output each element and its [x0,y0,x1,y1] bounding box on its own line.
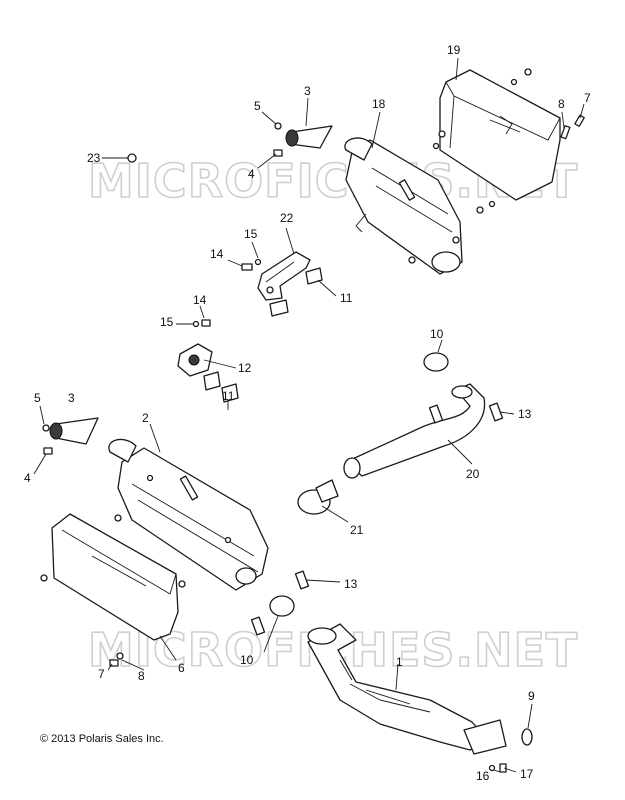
grommet-11-a[interactable] [269,299,289,317]
callout-11-lower: 11 [222,389,235,403]
callout-14-upper: 14 [210,247,224,261]
nut-15-lower[interactable] [192,320,200,328]
fastener-group-19[interactable] [432,68,585,214]
gasket-10-upper[interactable] [423,352,449,372]
callout-5-upper: 5 [254,99,261,113]
bracket-22[interactable] [257,251,311,301]
callout-3-upper: 3 [304,84,311,98]
callout-9: 9 [528,689,535,703]
callout-10-upper: 10 [430,327,444,341]
callout-21: 21 [350,523,364,537]
spring-13-upper-a[interactable] [428,404,444,424]
callout-2: 2 [142,411,149,425]
grommet-11-d[interactable] [221,383,239,403]
bolt-14-upper[interactable] [241,263,253,271]
callout-3-lower: 3 [68,391,75,405]
head-pipe-lower[interactable] [307,623,507,755]
heat-shield-upper[interactable] [439,69,561,201]
gasket-9[interactable] [521,728,533,746]
callout-15-lower: 15 [160,315,174,329]
head-pipe-upper[interactable] [343,383,486,479]
callout-14-lower: 14 [193,293,207,307]
callout-6: 6 [178,661,185,675]
callout-7-upper: 7 [584,91,591,105]
callout-1: 1 [396,655,403,669]
callout-8-upper: 8 [558,97,565,111]
copyright-text: © 2013 Polaris Sales Inc. [40,733,164,745]
clamp-21[interactable] [297,479,339,515]
callout-13-lower: 13 [344,577,358,591]
exhaust-tip-lower[interactable] [49,417,99,445]
callout-20: 20 [466,467,480,481]
callout-4-upper: 4 [248,167,255,181]
leader-lines [33,57,585,773]
bolt-4-lower[interactable] [43,447,53,455]
nut-5-upper[interactable] [274,122,282,130]
callout-4-lower: 4 [24,471,31,485]
nut-8-lower[interactable] [116,652,124,660]
callout-13-upper: 13 [518,407,532,421]
nut-5-lower[interactable] [42,424,50,432]
nut-16[interactable] [488,764,496,772]
callout-19: 19 [447,43,461,57]
callout-23: 23 [87,151,101,165]
callout-22: 22 [280,211,294,225]
mount-12[interactable] [177,343,213,377]
callout-10-lower: 10 [240,653,254,667]
callout-15-upper: 15 [244,227,258,241]
callout-8-lower: 8 [138,669,145,683]
spring-13-lower-a[interactable] [294,570,310,590]
callout-18: 18 [372,97,386,111]
spring-13-upper-b[interactable] [488,402,504,422]
nut-15-upper[interactable] [254,258,262,266]
stud-17[interactable] [499,763,507,773]
gasket-10-lower[interactable] [269,595,295,617]
callout-5-lower: 5 [34,391,41,405]
muffler-upper[interactable] [344,137,463,275]
muffler-lower[interactable] [108,438,269,591]
callout-labels: 19 18 3 5 4 8 7 23 22 15 14 11 14 15 12 … [24,43,591,783]
bolt-14-lower[interactable] [201,319,211,327]
grommet-11-c[interactable] [203,371,221,391]
callout-17: 17 [520,767,534,781]
callout-16: 16 [476,769,490,783]
callout-11-upper: 11 [340,291,353,305]
heat-shield-lower[interactable] [40,513,186,641]
washer-23[interactable] [127,153,137,163]
exhaust-tip-upper[interactable] [285,125,333,149]
callout-7-lower: 7 [98,667,105,681]
callout-12: 12 [238,361,252,375]
spring-13-lower-b[interactable] [250,616,266,636]
